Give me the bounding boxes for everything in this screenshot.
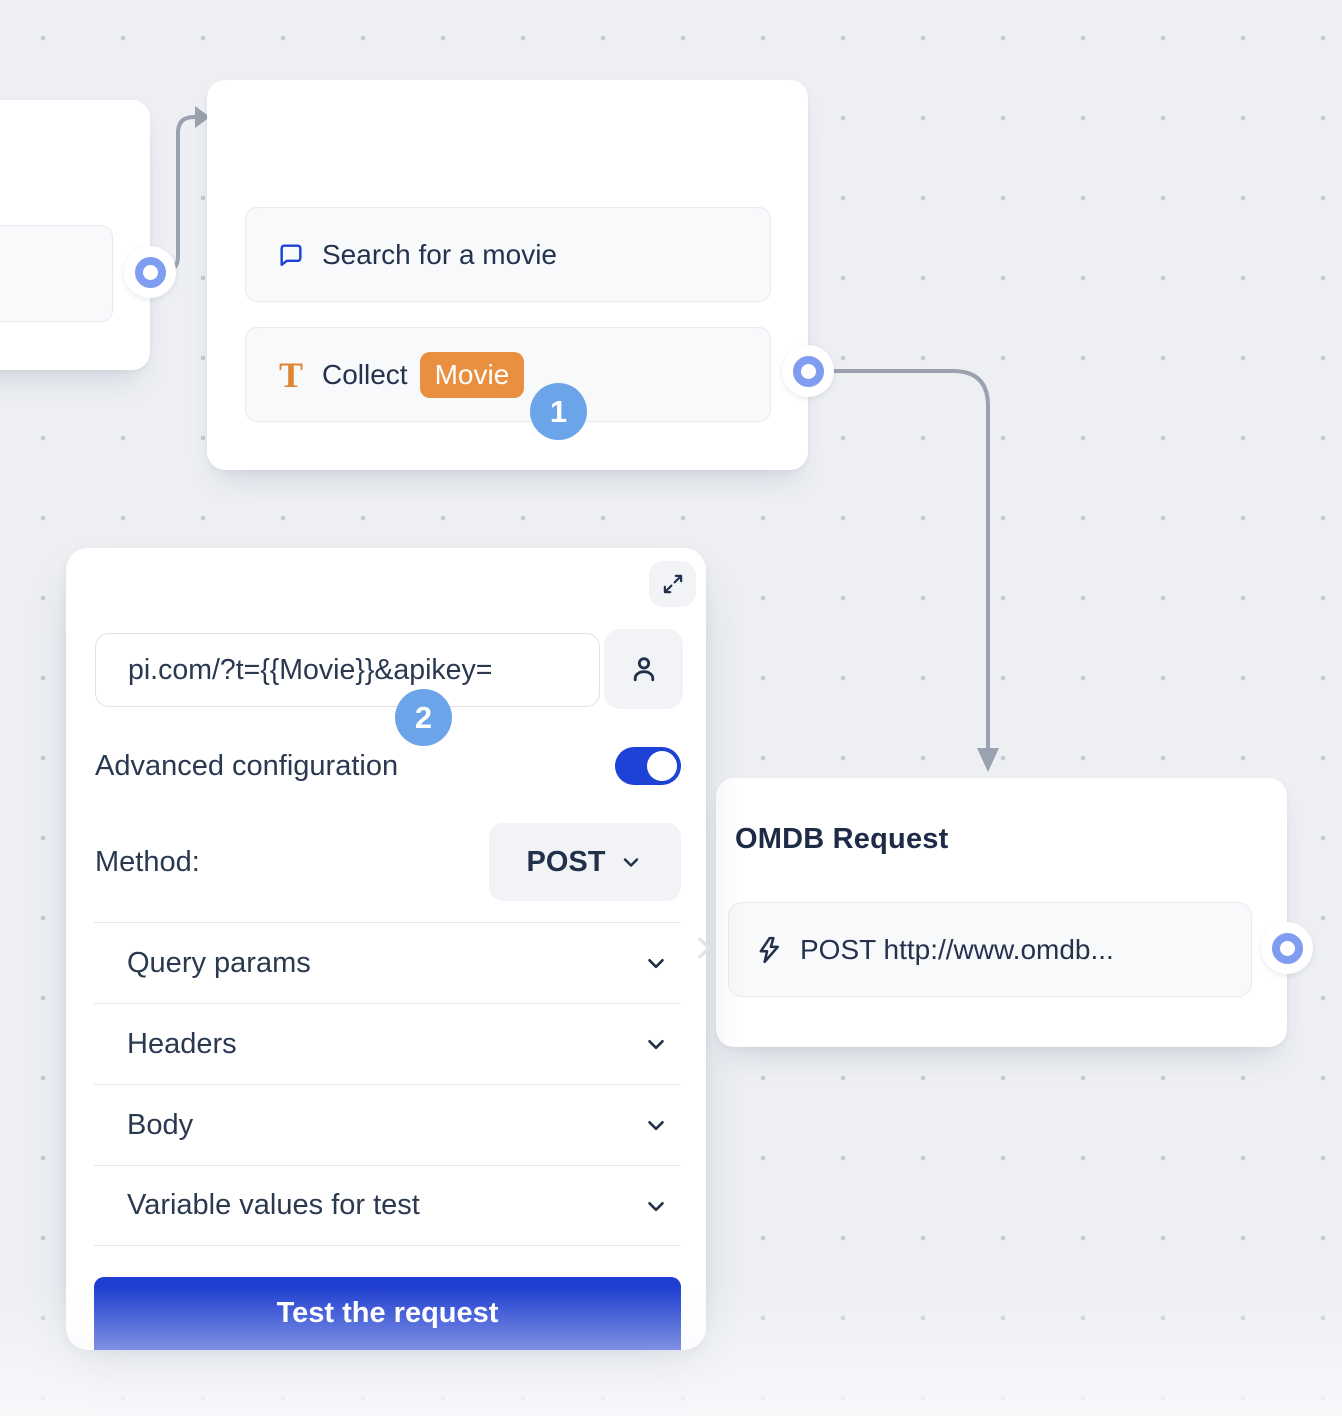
section-variable-values[interactable]: Variable values for test xyxy=(94,1165,681,1246)
output-port-movie-search[interactable] xyxy=(782,345,834,397)
arrowhead-right xyxy=(195,106,210,128)
section-body[interactable]: Body xyxy=(94,1084,681,1165)
chat-bubble-icon xyxy=(277,241,305,269)
node-row-label: Collect xyxy=(322,358,408,390)
node-row-question[interactable]: Search for a movie xyxy=(245,207,771,302)
url-input[interactable] xyxy=(95,633,600,707)
partial-node-row[interactable] xyxy=(0,225,113,322)
node-movie-search[interactable]: Movie search Search for a movie T Collec… xyxy=(207,80,808,470)
expand-icon xyxy=(660,571,686,597)
step-badge-1: 1 xyxy=(530,383,587,440)
section-label: Body xyxy=(127,1108,194,1141)
section-query-params[interactable]: Query params xyxy=(94,922,681,1003)
chevron-down-icon xyxy=(643,950,669,976)
chevron-down-icon xyxy=(643,1112,669,1138)
connection-notch-icon xyxy=(688,932,720,964)
lightning-icon xyxy=(754,935,784,965)
node-row-label: Search for a movie xyxy=(322,238,557,270)
node-row-webhook[interactable]: POST http://www.omdb... xyxy=(728,902,1252,997)
method-select[interactable]: POST xyxy=(489,823,681,901)
chevron-down-icon xyxy=(643,1031,669,1057)
section-headers[interactable]: Headers xyxy=(94,1003,681,1084)
method-value: POST xyxy=(526,845,606,878)
webhook-config-panel: Advanced configuration Method: POST Quer… xyxy=(66,548,706,1350)
method-label: Method: xyxy=(95,846,200,878)
node-row-collect[interactable]: T Collect Movie xyxy=(245,327,771,422)
person-icon xyxy=(627,652,661,686)
text-input-icon: T xyxy=(278,354,303,395)
variables-button[interactable] xyxy=(604,629,683,709)
arrowhead-down xyxy=(977,748,999,772)
node-omdb-request[interactable]: OMDB Request POST http://www.omdb... xyxy=(716,778,1287,1047)
step-badge-2: 2 xyxy=(395,689,452,746)
expand-button[interactable] xyxy=(649,561,696,607)
output-port-partial-card[interactable] xyxy=(124,246,176,298)
chevron-down-icon xyxy=(619,850,643,874)
section-label: Query params xyxy=(127,946,311,979)
connector-movie-search-to-omdb xyxy=(806,369,990,750)
test-request-button[interactable]: Test the request xyxy=(94,1277,681,1350)
chevron-down-icon xyxy=(643,1193,669,1219)
node-title: OMDB Request xyxy=(735,823,949,855)
toggle-knob xyxy=(647,751,677,781)
node-row-label: POST http://www.omdb... xyxy=(800,933,1114,965)
section-label: Variable values for test xyxy=(127,1189,420,1221)
section-label: Headers xyxy=(127,1027,237,1060)
variable-chip-movie[interactable]: Movie xyxy=(419,351,525,398)
advanced-configuration-label: Advanced configuration xyxy=(95,750,399,782)
collapsible-sections: Query params Headers Body Variable value… xyxy=(94,922,681,1246)
output-port-omdb-request[interactable] xyxy=(1261,922,1313,974)
advanced-configuration-toggle[interactable] xyxy=(615,747,681,785)
